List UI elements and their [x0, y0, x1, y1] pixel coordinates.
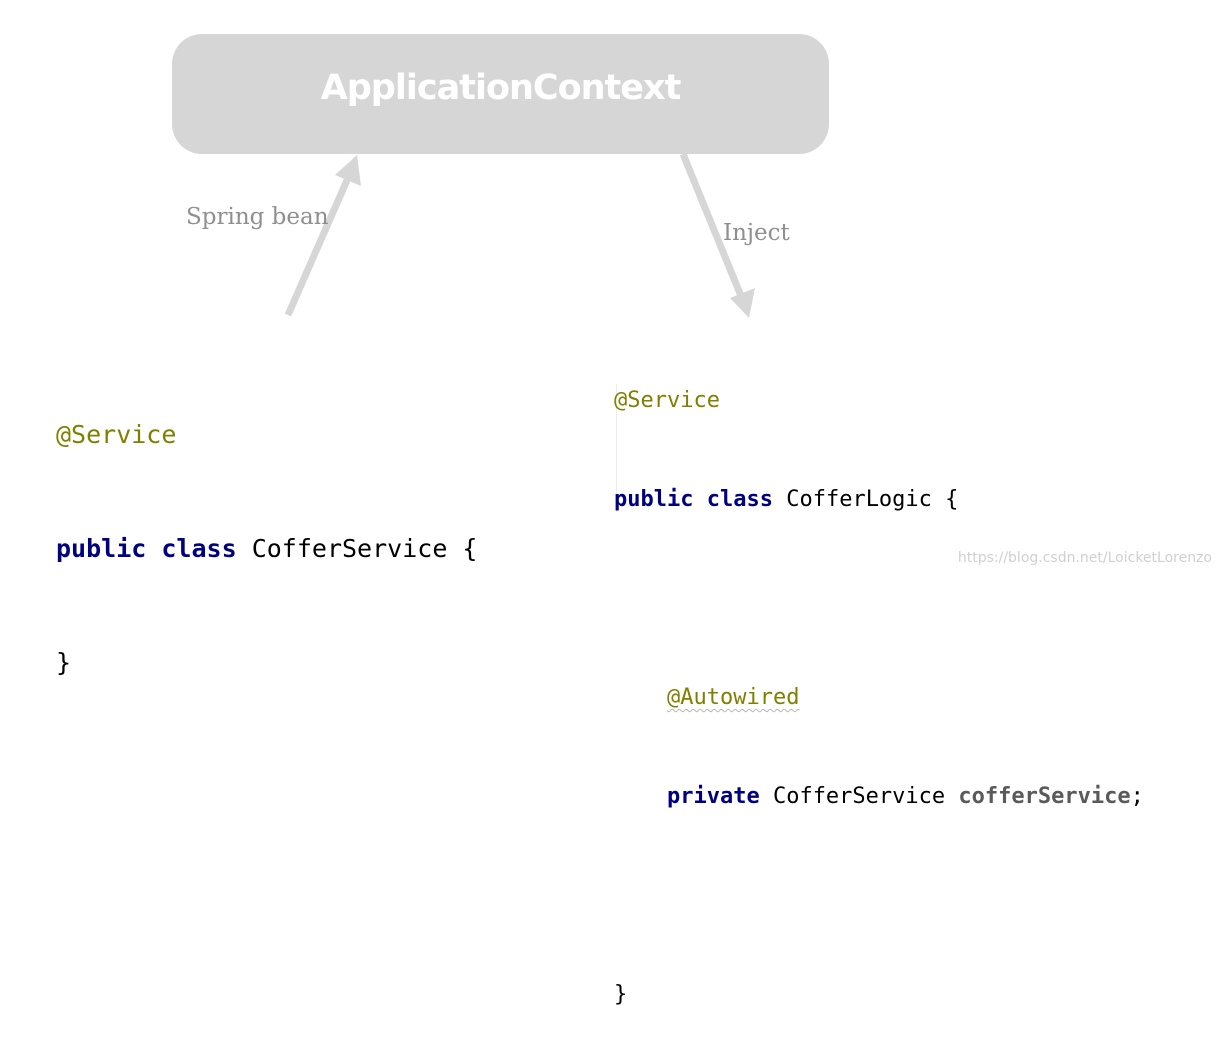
code-line: public class CofferLogic { [614, 483, 1144, 516]
code-line: @Service [614, 384, 1144, 417]
code-line: private CofferService cofferService; [614, 780, 1144, 813]
code-line: @Autowired [614, 681, 1144, 714]
application-context-title: ApplicationContext [320, 68, 682, 108]
coffer-logic-code: @Service public class CofferLogic { @Aut… [614, 318, 1144, 1044]
inject-label: Inject [723, 220, 790, 246]
coffer-service-code: @Service public class CofferService { } [56, 340, 477, 720]
class-declaration: CofferLogic { [786, 487, 959, 512]
code-line: } [56, 644, 477, 682]
spring-bean-label: Spring bean [186, 204, 329, 230]
arrows-layer [284, 152, 755, 318]
closing-brace: } [614, 982, 628, 1007]
service-annotation: @Service [614, 388, 720, 413]
autowired-annotation: @Autowired [666, 685, 800, 710]
code-line: } [614, 978, 1144, 1011]
keyword-public: public [614, 487, 694, 512]
closing-brace: } [56, 648, 72, 677]
semicolon: ; [1130, 784, 1144, 809]
keyword-class: class [706, 487, 773, 512]
code-line: @Service [56, 416, 477, 454]
keyword-private: private [666, 784, 760, 809]
keyword-class: class [161, 534, 237, 563]
inject-arrow [679, 152, 755, 318]
spring-bean-arrow [284, 155, 361, 317]
service-annotation: @Service [56, 420, 177, 449]
code-line: public class CofferService { [56, 530, 477, 568]
watermark-url: https://blog.csdn.net/LoicketLorenzo [957, 550, 1212, 566]
keyword-public: public [56, 534, 147, 563]
class-declaration: CofferService { [251, 534, 478, 563]
indent-guide [616, 384, 617, 512]
field-name: cofferService [958, 784, 1131, 809]
code-line [614, 879, 1144, 912]
field-type: CofferService [772, 784, 946, 809]
application-context-box: ApplicationContext [172, 34, 829, 154]
code-line [614, 582, 1144, 615]
